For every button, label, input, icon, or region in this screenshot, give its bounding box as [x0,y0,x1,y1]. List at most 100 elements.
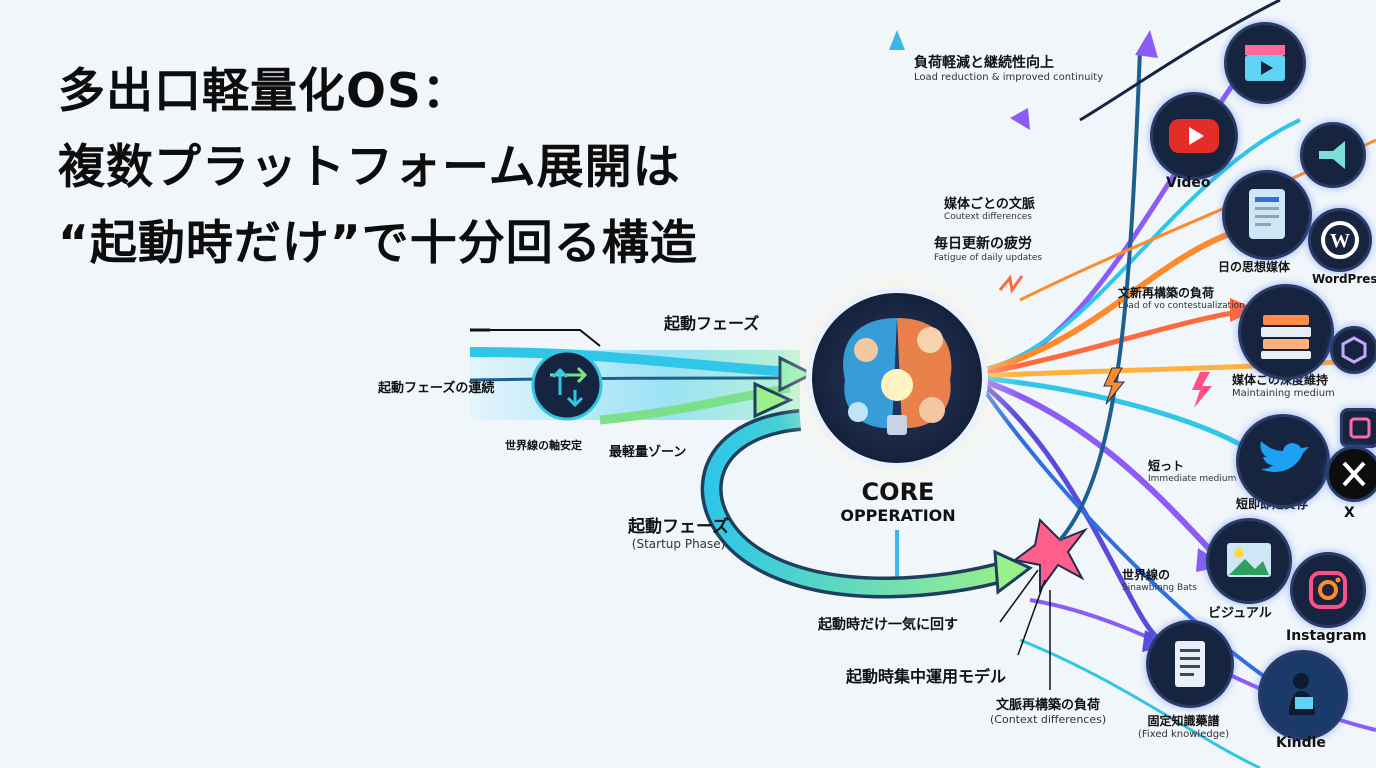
inflow-arrow-2 [469,376,791,382]
book-stack-icon [1238,284,1334,380]
outflow-stream-14 [1079,0,1281,122]
label-worldline2: 世界線の Sinawbinng Bats [1122,566,1197,593]
label-load-reduction: 負荷軽減と継続性向上 Load reduction & improved con… [914,52,1103,83]
label-context-diff: 媒体ごとの文脈 Coutext differences [944,193,1035,222]
label-fatigue-en: Fatigue of daily updates [934,253,1043,263]
title-line-2: 複数プラットフォーム展開は [58,140,681,195]
network-icon-circle [531,349,603,421]
label-maintain-en: Maintaining medium [1232,388,1335,399]
label-recontext: 文新再構築の負荷 Load of vo contestualization [1118,284,1245,311]
outflow-stream-4 [979,307,1251,377]
inflow-arrowhead-2 [753,381,794,419]
network-arrows-icon [531,349,603,421]
platform-label-kindle: Kindle [1276,735,1326,751]
tablet-document-icon [1222,170,1312,260]
label-worldline2-jp: 世界線の [1122,568,1171,582]
label-startup-phase-en: (Startup Phase) [631,537,726,551]
burst-star [1012,517,1089,594]
svg-text:W: W [1330,230,1350,252]
startup-loop-arrow-inner [704,412,1013,595]
startup-loop-arrowhead [993,549,1033,595]
outflow-stream-7 [979,377,1223,563]
twitter-bird-icon [1236,414,1330,508]
vertical-axis-arrowhead-top [889,30,905,50]
label-daily-media: 日の思想媒体 [1218,260,1291,274]
label-fatigue: 毎日更新の疲労 Fatigue of daily updates [934,233,1042,263]
label-fixed-knowledge-en: (Fixed knowledge) [1138,729,1230,740]
label-maintain-jp: 媒体ごの深度維持 [1232,373,1329,387]
label-context-diff-jp: 媒体ごとの文脈 [944,197,1035,212]
label-startup-phase: 起動フェーズ (Startup Phase) [628,512,729,551]
core-label-sub: OPPERATION [840,506,956,525]
megaphone-icon [1300,122,1366,188]
label-recontext-jp: 文新再構築の負荷 [1118,286,1215,300]
platform-label-instagram: Instagram [1286,628,1367,644]
label-concentrated-model: 起動時集中運用モデル [846,667,1007,686]
label-fixed-knowledge-jp: 固定知識藥譜 [1147,714,1220,728]
core-face-bottom-left [848,402,868,422]
label-worldline-fixed: 世界線の軸安定 [505,439,582,452]
leader-line-concentrated [1017,579,1046,656]
outflow-stream-9 [978,382,1302,702]
core-bulb-light [881,369,913,401]
label-load-reduction-jp: 負荷軽減と継続性向上 [914,55,1054,71]
small-square-icon [1340,408,1376,448]
core-face-right [917,327,943,353]
lightning-mark-2 [1192,372,1212,408]
label-recontext-en: Load of vo contestualization [1118,301,1245,311]
leader-line-run-at-once [999,569,1039,623]
label-worldline2-en: Sinawbinng Bats [1122,583,1197,593]
outflow-stream-8 [978,380,1162,643]
image-icon [1206,518,1292,604]
outflow-stream-6 [979,375,1252,453]
reader-silhouette-icon [1258,650,1348,740]
label-startup-top: 起動フェーズ [664,314,760,333]
label-short-jp: 短っト [1148,459,1185,473]
label-context-load-jp: 文脈再構築の負荷 [996,698,1101,713]
cube-icon [1330,326,1376,374]
platform-label-video: Video [1166,175,1211,191]
x-logo-icon [1326,446,1376,502]
core-face-bottom-right [919,397,945,423]
wordpress-icon: W [1308,208,1372,272]
label-context-diff-en: Coutext differences [944,212,1032,222]
core-label: CORE OPPERATION [828,478,968,525]
label-startup-phase-jp: 起動フェーズ [628,517,730,537]
top-line-connector [470,329,601,347]
label-short-en: Immediate medium [1148,474,1237,484]
zigzag-mark [998,274,1024,294]
outflow-stream-3 [979,227,1241,375]
label-load-reduction-en: Load reduction & improved continuity [914,72,1104,83]
platform-label-wordpress: WordPress [1312,272,1376,286]
label-lightest-zone: 最軽量ゾーン [609,445,687,460]
outflow-stream-13 [1019,638,1261,768]
label-maintain: 媒体ごの深度維持 Maintaining medium [1232,371,1335,399]
title-line-1: 多出口軽量化OS： [58,64,470,119]
label-fatigue-jp: 毎日更新の疲労 [934,236,1032,252]
label-short: 短っト Immediate medium [1148,457,1236,484]
youtube-play-icon [1150,92,1238,180]
core-brain-bulb-icon [843,318,952,435]
label-visual: ビジュアル [1208,606,1272,621]
core-label-main: CORE [861,478,935,506]
instagram-icon [1290,552,1366,628]
label-context-load-en: (Context differences) [990,713,1107,726]
network-icon-arrow-2 [551,367,569,395]
film-clapper-icon [1224,22,1306,104]
platform-label-x: X [1344,505,1355,521]
outflow-streams [978,0,1376,768]
inflow-arrow-1 [469,347,791,377]
label-startup-continuation: 起動フェーズの連続 [378,381,495,396]
title-line-3: “起動時だけ”で十分回る構造 [58,216,698,271]
label-run-at-once: 起動時だけ一気に回す [818,617,958,633]
network-icon-arrow-3 [566,390,584,408]
core-face-left [854,338,878,362]
out-arrowhead-purple-top [1135,30,1158,58]
out-arrowhead-purple-back [1010,108,1030,130]
label-fixed-knowledge: 固定知識藥譜 (Fixed knowledge) [1138,712,1229,740]
label-context-load: 文脈再構築の負荷 (Context differences) [990,694,1106,726]
scroll-icon [1146,620,1234,708]
core-bulb-base [887,415,907,435]
